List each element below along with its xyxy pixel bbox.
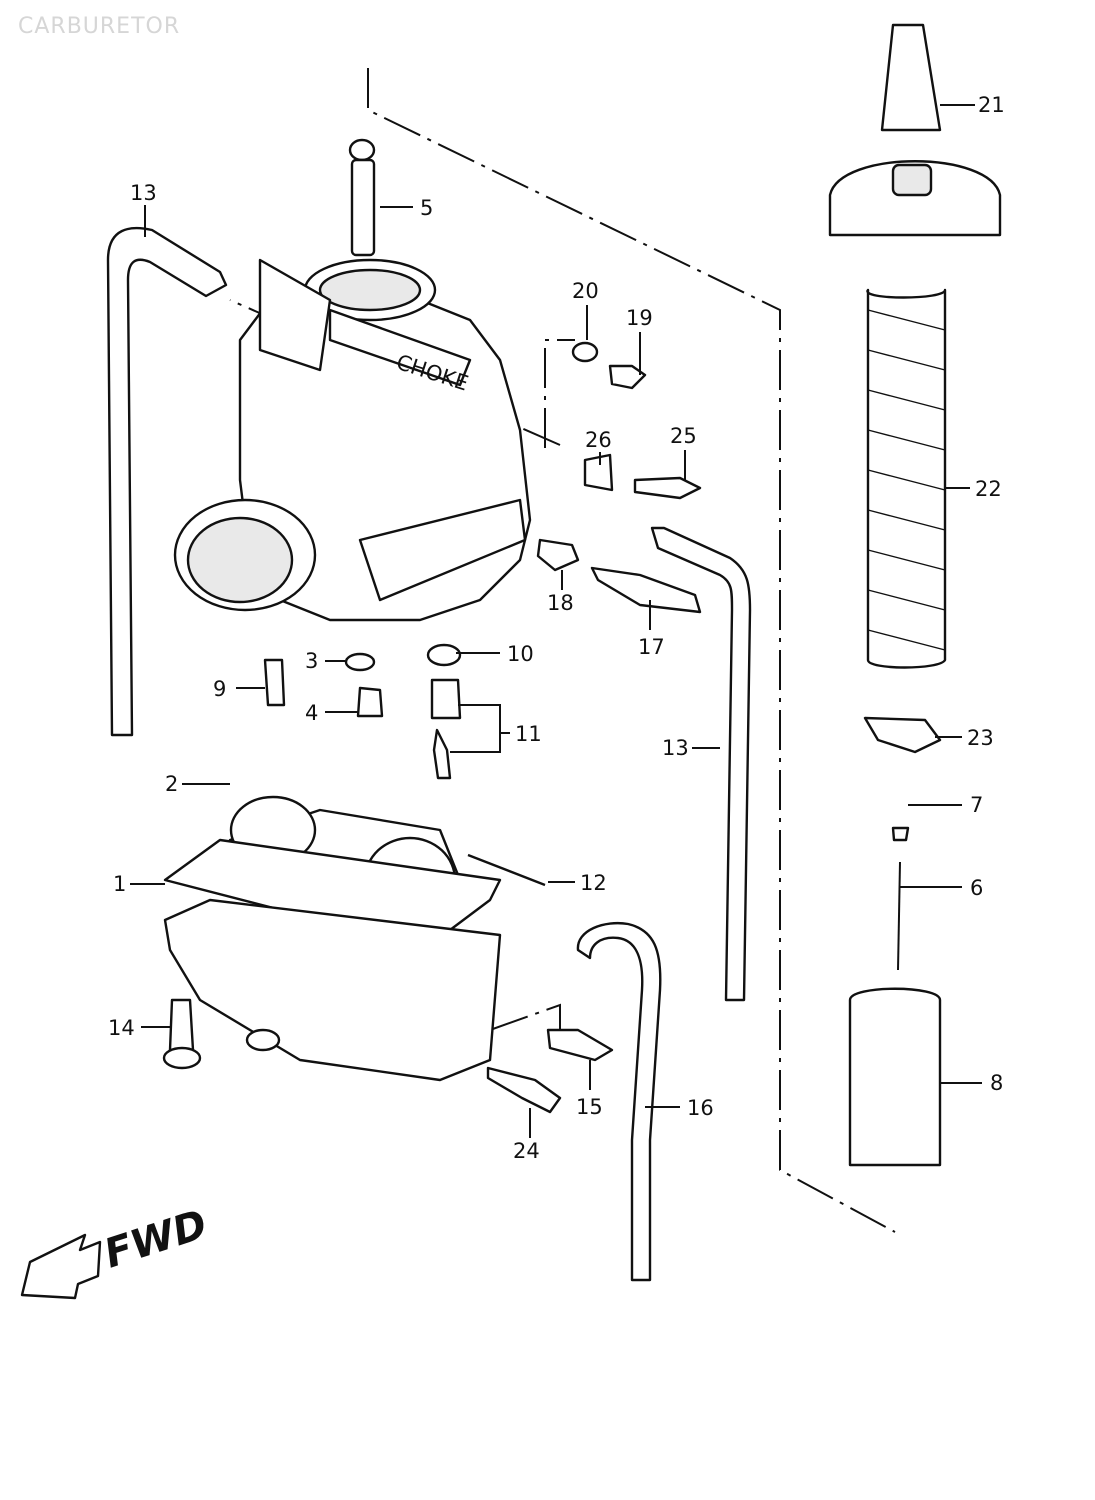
part-16-tube: [576, 921, 662, 1282]
callout-7: 7: [970, 793, 983, 817]
callout-13-left: 13: [130, 181, 157, 205]
callout-6: 6: [970, 876, 983, 900]
fwd-label: FWD: [99, 1201, 213, 1277]
callout-8: 8: [990, 1071, 1003, 1095]
page-title: CARBURETOR: [18, 14, 181, 39]
callout-25: 25: [670, 424, 697, 448]
callout-24: 24: [513, 1139, 540, 1163]
callout-15: 15: [576, 1095, 603, 1119]
callout-17: 17: [638, 635, 665, 659]
callout-leaders: [130, 104, 982, 1138]
part-1-gasket-bowl: [163, 838, 502, 1082]
callout-21: 21: [978, 93, 1005, 117]
part-5-screw: [348, 138, 376, 257]
right-column-parts: [828, 23, 1002, 1167]
callout-19: 19: [626, 306, 653, 330]
callout-9: 9: [213, 677, 226, 701]
callout-5: 5: [420, 196, 433, 220]
callout-1: 1: [113, 872, 126, 896]
part-13-left-tube: [106, 226, 228, 737]
callout-13-right: 13: [662, 736, 689, 760]
callout-18: 18: [547, 591, 574, 615]
callout-numbers: 1 2 3 4 5 6 7 8 9 10 11 12 13 13 14 15 1…: [108, 93, 1005, 1163]
small-parts: [162, 341, 702, 1114]
callout-2: 2: [165, 772, 178, 796]
callout-20: 20: [572, 279, 599, 303]
callout-23: 23: [967, 726, 994, 750]
callout-14: 14: [108, 1016, 135, 1040]
callout-12: 12: [580, 871, 607, 895]
fwd-arrow: FWD: [20, 1201, 213, 1300]
part-13-right-tube: [650, 526, 752, 1002]
callout-10: 10: [507, 642, 534, 666]
carburetor-body: CHOKE: [173, 258, 532, 622]
callout-11: 11: [515, 722, 542, 746]
callout-3: 3: [305, 649, 318, 673]
callout-22: 22: [975, 477, 1002, 501]
callout-16: 16: [687, 1096, 714, 1120]
callout-26: 26: [585, 428, 612, 452]
callout-4: 4: [305, 701, 318, 725]
